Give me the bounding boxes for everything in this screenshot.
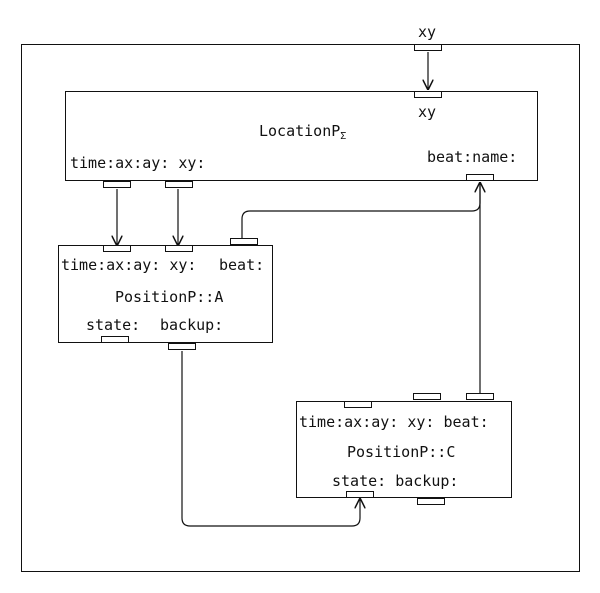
location-xy-out-port[interactable] <box>165 181 193 188</box>
position-c-title: PositionP::C <box>347 443 456 461</box>
position-c-beat-port[interactable] <box>466 393 494 400</box>
location-box[interactable] <box>65 91 538 181</box>
position-a-state-label: state: <box>86 316 141 334</box>
location-time-ax-ay-port[interactable] <box>103 181 131 188</box>
external-xy-port[interactable] <box>414 44 442 51</box>
location-title-main: LocationP <box>259 122 341 140</box>
location-xy-port[interactable] <box>414 91 442 98</box>
location-left-port-labels: time:ax:ay: xy: <box>70 154 206 172</box>
location-title: LocationPΣ <box>259 122 346 146</box>
position-c-state-port[interactable] <box>346 491 374 498</box>
location-xy-label: xy <box>418 103 437 121</box>
location-right-port-labels: beat:name: <box>427 148 518 166</box>
position-a-inputs-label: time:ax:ay: xy: <box>61 256 197 274</box>
position-a-state-port[interactable] <box>101 336 129 343</box>
location-title-subscript: Σ <box>340 131 347 142</box>
position-c-xy-port[interactable] <box>413 393 441 400</box>
position-a-beat-label: beat: <box>219 256 265 274</box>
position-a-beat-port[interactable] <box>230 238 258 245</box>
position-c-outputs-label: state: backup: <box>332 472 459 490</box>
wire-backup-a-to-c <box>181 351 360 527</box>
position-a-backup-label: backup: <box>160 316 224 334</box>
position-a-box[interactable] <box>58 245 273 343</box>
wire-beat-a-to-location <box>241 183 480 238</box>
position-a-backup-port[interactable] <box>168 343 196 350</box>
position-a-time-ax-ay-port[interactable] <box>103 245 131 252</box>
location-beat-name-port[interactable] <box>466 174 494 181</box>
position-c-inputs-label: time:ax:ay: xy: beat: <box>299 413 489 431</box>
position-c-time-ax-ay-port[interactable] <box>344 401 372 408</box>
position-a-xy-port[interactable] <box>165 245 193 252</box>
position-c-backup-port[interactable] <box>417 498 445 505</box>
external-xy-label: xy <box>418 23 437 41</box>
position-c-box[interactable] <box>296 401 512 498</box>
position-a-title: PositionP::A <box>115 288 224 306</box>
